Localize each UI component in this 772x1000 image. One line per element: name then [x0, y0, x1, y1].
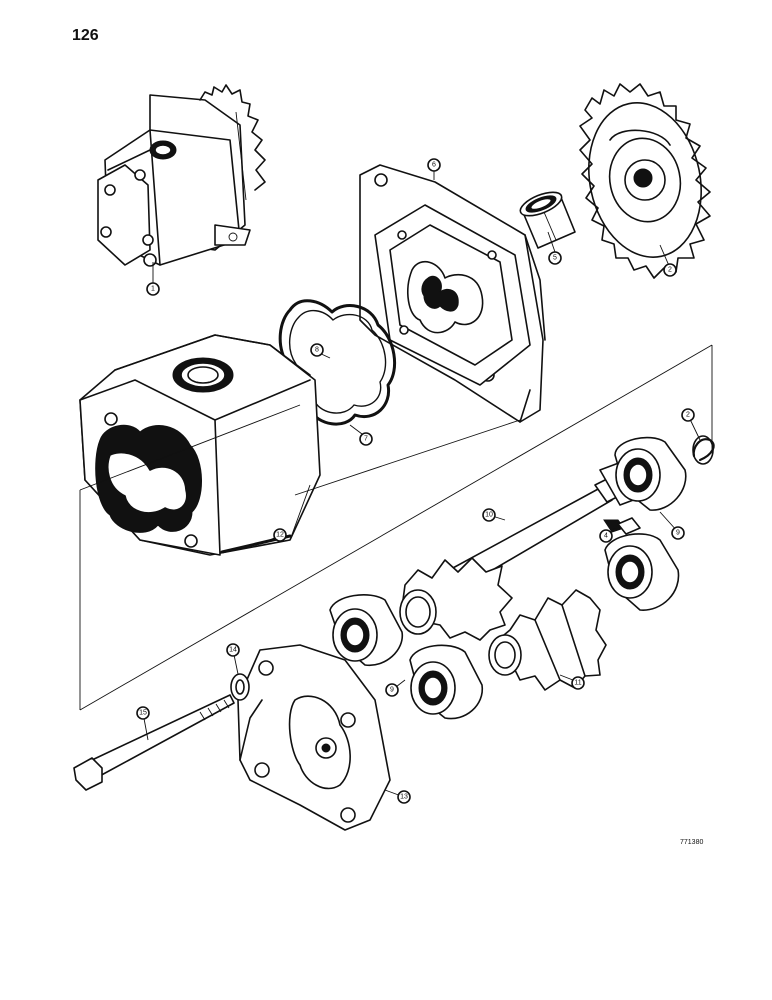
key-illustration	[617, 517, 641, 535]
reference-leader-lines	[79, 344, 713, 711]
svg-text:2: 2	[686, 412, 690, 419]
callout-12: 12	[273, 528, 287, 542]
callout-8: 8	[310, 343, 324, 357]
bearing-lower-illustration	[409, 644, 483, 720]
svg-text:12: 12	[276, 532, 284, 539]
page-number: 126	[72, 27, 99, 44]
drive-shaft-illustration	[399, 454, 661, 641]
svg-text:14: 14	[229, 647, 237, 654]
svg-text:15: 15	[139, 710, 147, 717]
callout-5: 5	[548, 251, 562, 265]
bearing-middle-right-illustration	[604, 533, 680, 611]
svg-text:4: 4	[604, 533, 608, 540]
mounting-flange-illustration	[359, 164, 546, 423]
drive-gear-illustration	[579, 83, 711, 279]
svg-text:5: 5	[553, 255, 557, 262]
end-cover-illustration	[237, 644, 391, 831]
pump-body-illustration	[79, 334, 321, 556]
bearing-upper-right-illustration	[614, 436, 687, 511]
callout-9-upper: 9	[671, 526, 685, 540]
svg-text:13: 13	[400, 794, 408, 801]
callout-6: 6	[427, 158, 441, 172]
callout-14: 14	[226, 643, 240, 657]
svg-text:1: 1	[151, 286, 155, 293]
pump-assembly-illustration	[97, 84, 266, 267]
callout-15: 15	[136, 706, 150, 720]
svg-text:8: 8	[315, 347, 319, 354]
callout-11: 11	[571, 676, 585, 690]
washer-illustration	[230, 673, 250, 701]
callout-1: 1	[146, 282, 160, 296]
bolt-illustration	[73, 694, 235, 791]
callout-10: 10	[482, 508, 496, 522]
driven-gear-illustration	[488, 589, 607, 691]
bearing-middle-left-illustration	[329, 594, 403, 667]
callout-9-lower: 9	[385, 683, 399, 697]
snap-ring-illustration	[692, 435, 715, 465]
svg-text:9: 9	[676, 530, 680, 537]
figure-id: 771380	[680, 839, 703, 846]
callout-2-gear: 2	[663, 263, 677, 277]
bushing-illustration	[519, 191, 576, 249]
svg-text:7: 7	[364, 436, 368, 443]
svg-text:6: 6	[432, 162, 436, 169]
svg-text:10: 10	[485, 512, 493, 519]
callout-7: 7	[359, 432, 373, 446]
svg-text:2: 2	[668, 267, 672, 274]
svg-text:9: 9	[390, 687, 394, 694]
svg-text:11: 11	[574, 680, 581, 687]
callout-4: 4	[599, 529, 613, 543]
callout-2-snap-ring: 2	[681, 408, 695, 422]
callout-13: 13	[397, 790, 411, 804]
